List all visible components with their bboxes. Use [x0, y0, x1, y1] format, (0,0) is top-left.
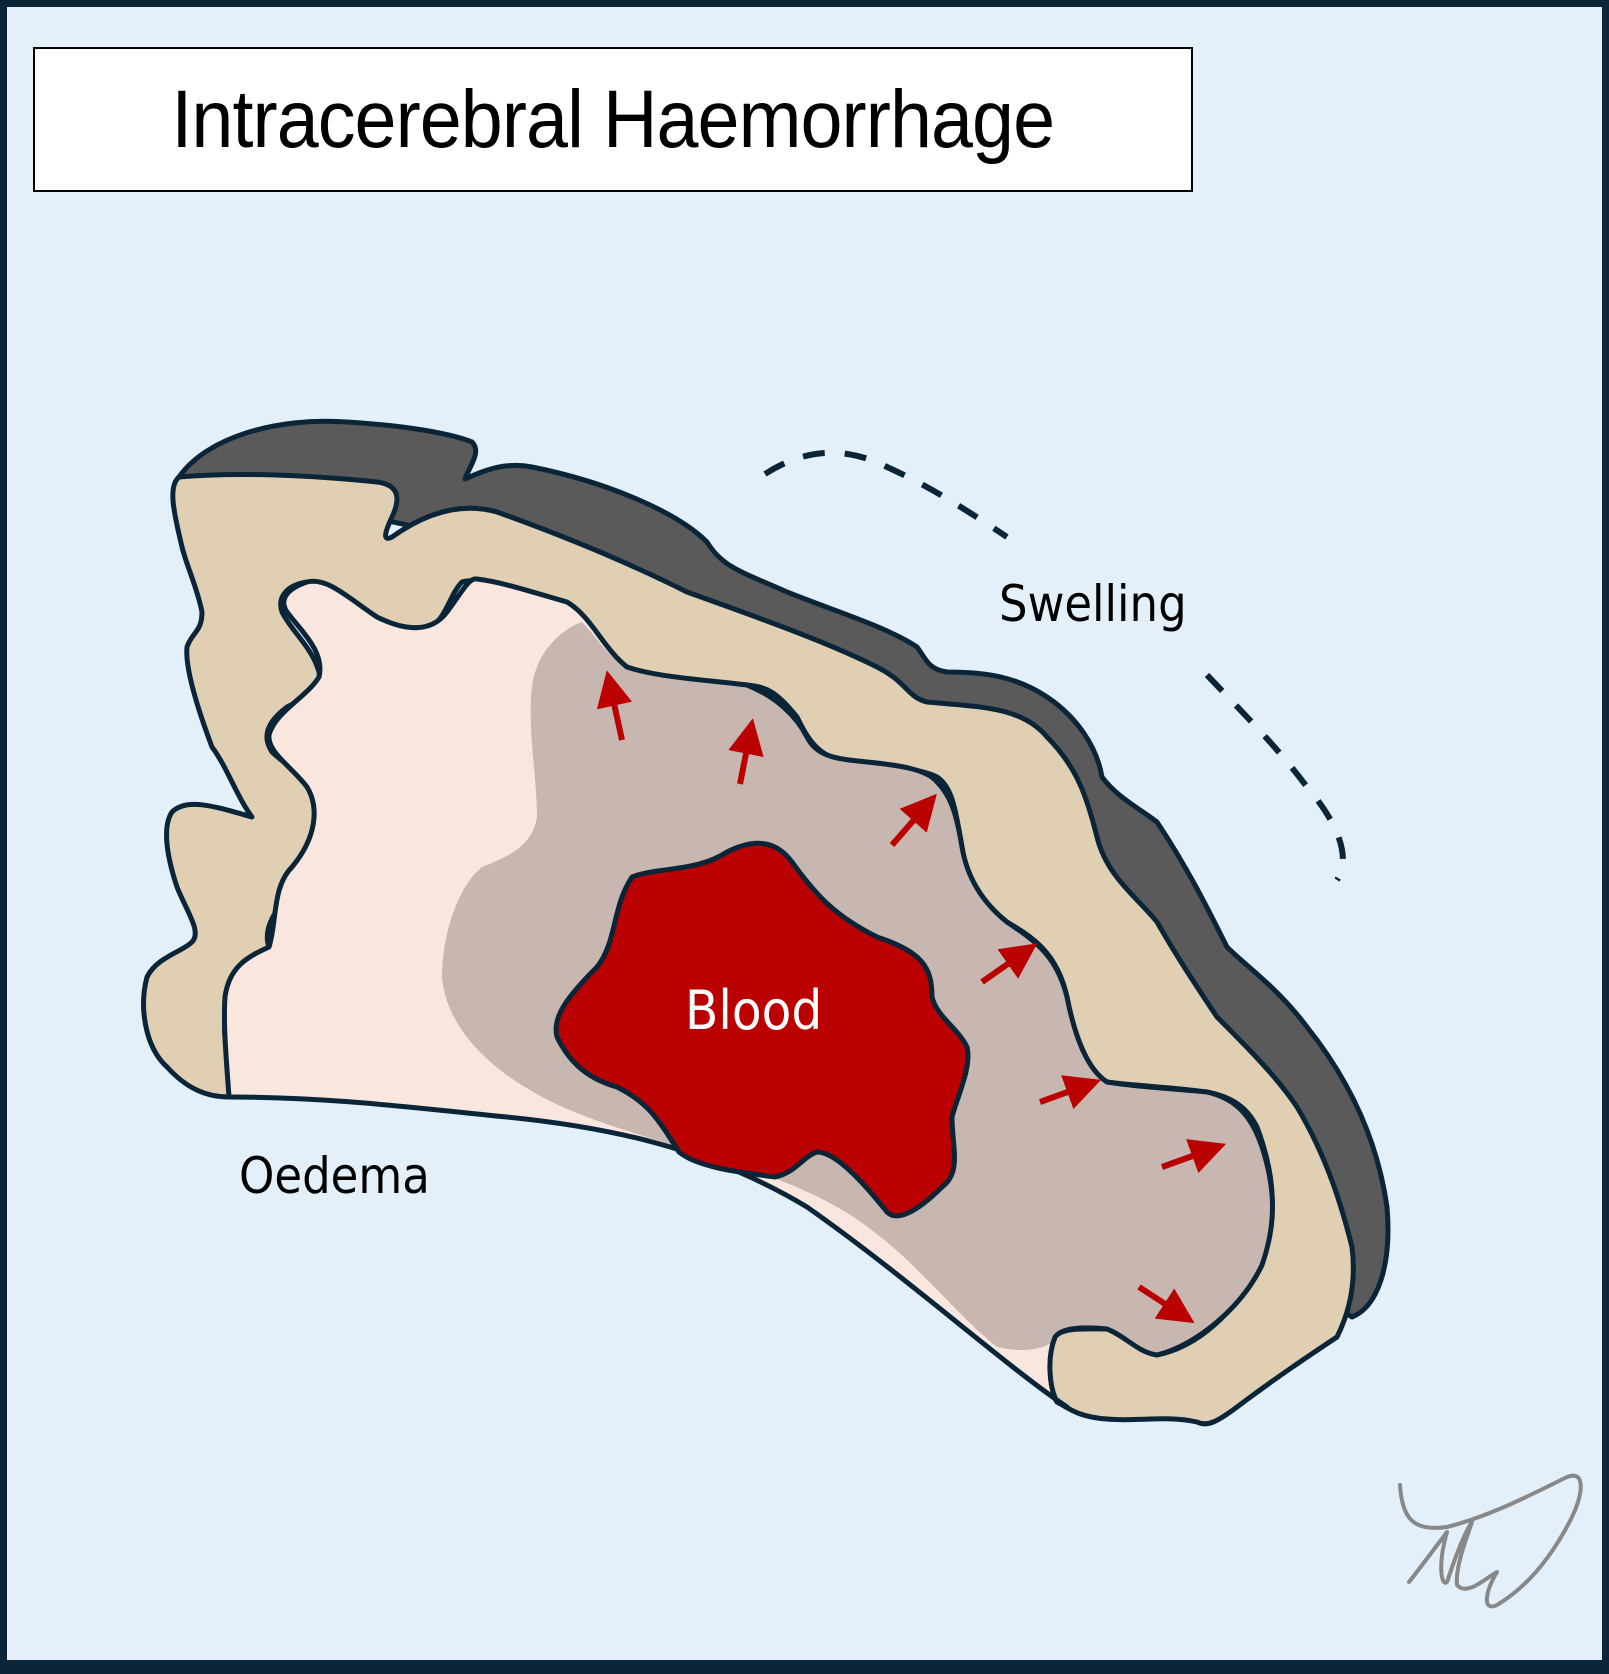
arrow-icon: [980, 943, 1038, 985]
arrow-icon: [596, 670, 633, 741]
swelling-dashed-line: [763, 449, 1009, 540]
blood-clot: [553, 840, 971, 1219]
title-box: Intracerebral Haemorrhage: [33, 47, 1193, 192]
swelling-dashed-line-lower: [1204, 672, 1346, 882]
inner-cortex-outline: [221, 576, 1275, 1405]
signature-icon: [1398, 1473, 1583, 1609]
page-title: Intracerebral Haemorrhage: [171, 73, 1056, 165]
arrow-icon: [1137, 1284, 1195, 1324]
swelling-label: Swelling: [999, 575, 1187, 633]
arrow-icon: [1038, 1075, 1102, 1110]
brain-section-illustration: [141, 418, 1583, 1609]
blood-label: Blood: [685, 979, 823, 1042]
arrow-icon: [728, 718, 764, 785]
pressure-arrows: [596, 670, 1227, 1324]
arrow-icon: [1160, 1139, 1227, 1174]
oedema-label: Oedema: [239, 1147, 430, 1205]
arrow-icon: [889, 793, 937, 847]
